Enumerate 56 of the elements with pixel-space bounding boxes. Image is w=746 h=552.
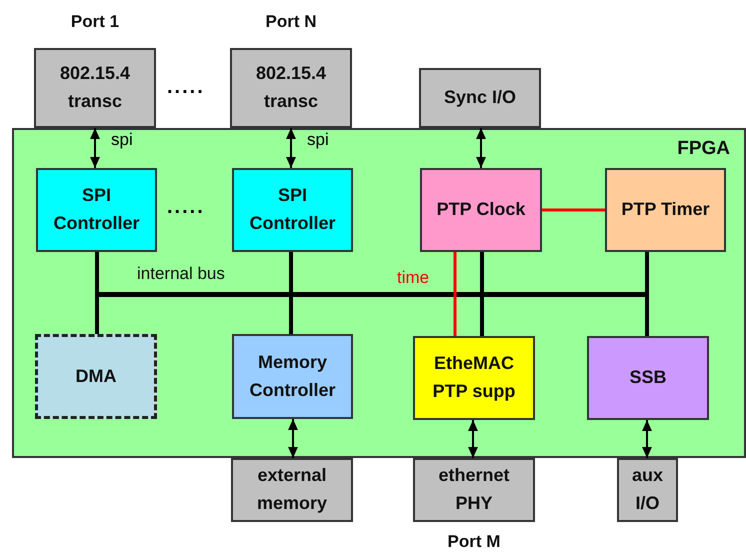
ellipsis-dots: ..... [167, 76, 205, 99]
phy-box [413, 458, 535, 522]
arrow [476, 128, 486, 168]
box-label: PTP Clock [436, 198, 526, 222]
box-label: Memory Controller [248, 350, 336, 402]
box-label: external memory [256, 464, 328, 515]
port-label: Port M [446, 532, 502, 552]
memory-box [231, 458, 353, 522]
bus-line [480, 252, 484, 292]
controller-box [232, 334, 353, 419]
edge-label: time [397, 268, 430, 288]
edge-label: spi [307, 130, 329, 150]
box-label: 802.15.4 transc [254, 62, 328, 113]
box-label: ethernet PHY [437, 464, 510, 515]
ssb-box [587, 336, 709, 420]
dma-box [35, 334, 157, 419]
box-label: 802.15.4 transc [58, 62, 132, 113]
bus-line [289, 252, 293, 292]
arrow [288, 419, 298, 458]
edge-label: spi [111, 130, 133, 150]
arrow [90, 128, 100, 168]
bus-line [480, 297, 484, 336]
box-label: SPI Controller [52, 184, 140, 235]
controller-box [232, 168, 353, 252]
arrow [468, 420, 478, 458]
port-label: Port 1 [70, 12, 120, 32]
port-label: Port N [264, 12, 318, 32]
clock-box [420, 168, 542, 252]
mac-box [413, 336, 535, 420]
box-label: EtheMAC PTP supp [432, 352, 516, 403]
transceiver-box [230, 48, 352, 128]
bus-line [645, 252, 649, 292]
bus-line [645, 297, 649, 336]
bus-label: internal bus [137, 264, 225, 284]
signal-line [542, 208, 605, 212]
timer-box [605, 168, 726, 252]
io-box [617, 458, 678, 522]
bus-line [289, 297, 293, 334]
arrow [642, 420, 652, 458]
bus-bar [95, 292, 649, 297]
board-label: FPGA [677, 137, 730, 161]
box-label: Sync I/O [442, 86, 518, 110]
bus-line [95, 297, 99, 334]
io-box [419, 68, 541, 128]
box-label: SPI Controller [248, 184, 336, 235]
box-label: DMA [74, 364, 118, 388]
arrow [286, 128, 296, 168]
signal-line [454, 252, 456, 336]
ellipsis-dots: ..... [167, 196, 205, 219]
box-label: aux I/O [630, 464, 664, 515]
box-label: SSB [628, 366, 668, 390]
fpga-board [12, 128, 746, 458]
controller-box [36, 168, 157, 252]
box-label: PTP Timer [620, 198, 711, 222]
transceiver-box [34, 48, 156, 128]
bus-line [95, 252, 99, 292]
